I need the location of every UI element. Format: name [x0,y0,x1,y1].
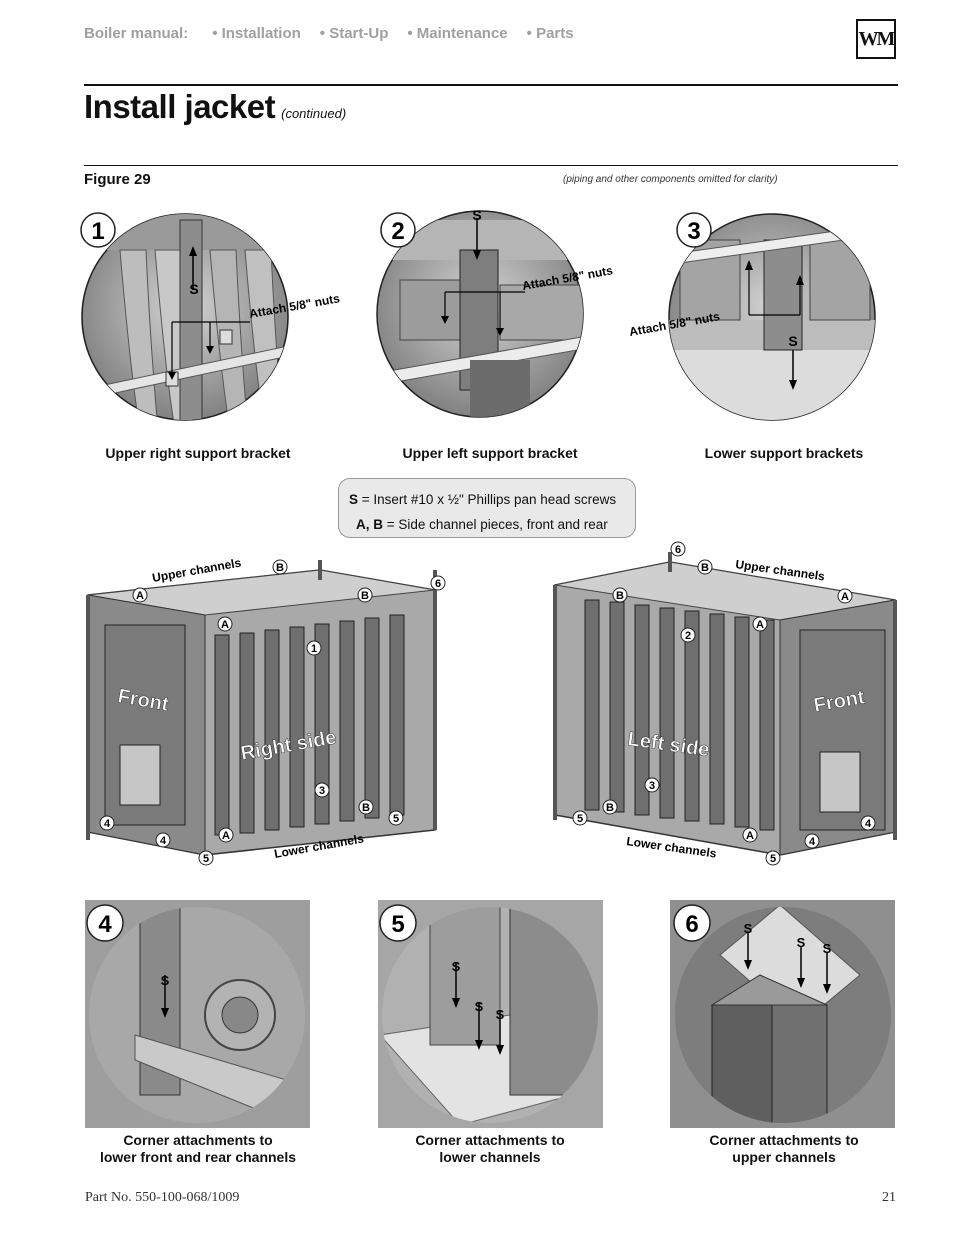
svg-text:1: 1 [311,643,317,655]
bottom-details-illustration: S 4 S S S 5 [85,900,895,1128]
svg-text:B: B [616,590,624,602]
detail-6-illustration: S S S 6 [670,900,895,1128]
svg-text:S: S [496,1007,505,1022]
caption-detail-1: Upper right support bracket [105,445,291,461]
svg-text:S: S [823,941,832,956]
svg-text:S: S [797,935,806,950]
caption-detail-2: Upper left support bracket [402,445,578,461]
legend-box: S = Insert #10 x ½" Phillips pan head sc… [338,478,636,538]
svg-text:4: 4 [104,818,111,830]
svg-text:1: 1 [91,218,104,245]
svg-text:A: A [756,619,764,631]
svg-text:B: B [701,562,709,574]
nav-startup: • Start-Up [319,25,389,42]
detail-5-illustration: S S S 5 [378,900,603,1128]
nav-parts: • Parts [526,25,574,42]
svg-text:S: S [744,921,753,936]
svg-text:S: S [189,281,198,297]
detail-3-illustration: 3 S Attach 5/8" nuts [628,212,876,421]
page-title-main: Install jacket [84,88,276,125]
svg-text:4: 4 [98,911,112,938]
svg-text:4: 4 [809,836,816,848]
title-rule [84,165,898,166]
header-nav: Boiler manual: • Installation • Start-Up… [84,25,574,42]
page-number: 21 [882,1190,896,1205]
svg-text:6: 6 [675,544,681,556]
svg-text:3: 3 [319,785,325,797]
svg-text:3: 3 [687,218,700,245]
svg-text:B: B [361,590,369,602]
svg-text:5: 5 [203,853,209,865]
nav-installation: • Installation [212,25,301,42]
page-title-sub: (continued) [281,106,347,121]
detail-4-illustration: S 4 [85,900,310,1128]
svg-text:S: S [475,999,484,1014]
left-side-assembly: Front Left side Upper channels Lower cha… [553,541,897,866]
svg-text:6: 6 [685,911,698,938]
svg-text:B: B [362,802,370,814]
svg-text:B: B [606,802,614,814]
svg-text:B: B [276,562,284,574]
nav-maintenance: • Maintenance [407,25,508,42]
legend-line-channels: A, B = Side channel pieces, front and re… [356,517,608,532]
figure-label: Figure 29 [84,171,151,188]
legend-line-screws: S = Insert #10 x ½" Phillips pan head sc… [349,492,617,507]
svg-text:A: A [136,590,144,602]
brand-logo: WM [856,19,896,59]
detail-2-illustration: 2 S Attach 5/8" nuts [376,207,614,418]
svg-text:S: S [788,333,797,349]
caption-detail-3: Lower support brackets [704,445,864,461]
svg-text:S: S [161,973,170,988]
svg-text:3: 3 [649,780,655,792]
svg-text:S: S [472,207,481,223]
svg-text:A: A [221,619,229,631]
svg-text:4: 4 [865,818,872,830]
svg-text:A: A [222,830,230,842]
right-side-assembly: Front Right side Upper channels Lower ch… [86,555,446,866]
svg-text:2: 2 [685,630,691,642]
svg-text:A: A [746,830,754,842]
svg-text:5: 5 [577,813,583,825]
svg-text:5: 5 [770,853,776,865]
svg-text:5: 5 [393,813,399,825]
manual-label: Boiler manual: [84,25,189,42]
assembly-illustration: Front Right side Upper channels Lower ch… [86,541,897,866]
part-number: Part No. 550-100-068/1009 [85,1190,240,1205]
svg-text:6: 6 [435,578,441,590]
svg-text:5: 5 [391,911,404,938]
header-rule [84,84,898,86]
svg-text:A: A [841,591,849,603]
detail-1-illustration: 1 S Attach 5/8" nuts [80,212,341,421]
figure-note: (piping and other components omitted for… [563,174,778,185]
top-details-illustration: 1 S Attach 5/8" nuts 2 S Attach 5/8" nut… [80,207,876,421]
svg-text:2: 2 [391,218,404,245]
svg-text:4: 4 [160,835,167,847]
page-title: Install jacket (continued) [84,88,346,126]
svg-text:S: S [452,959,461,974]
